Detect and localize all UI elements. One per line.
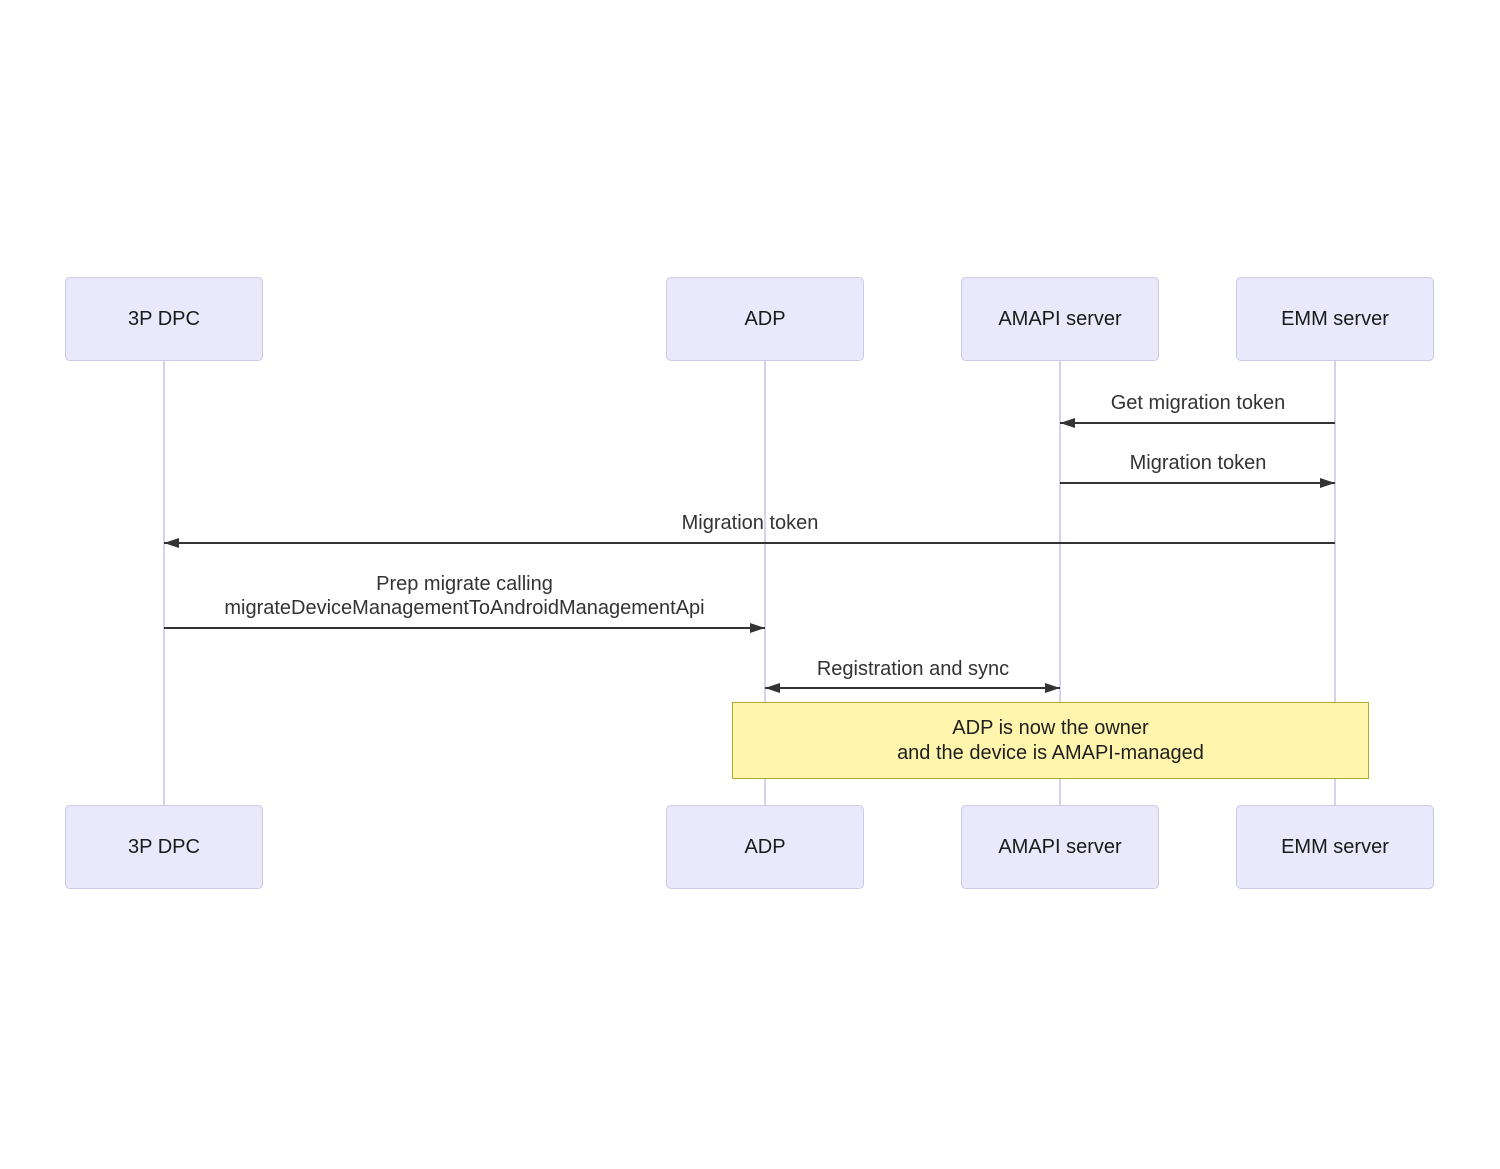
message-2-arrow xyxy=(1060,478,1335,488)
note-line1: ADP is now the owner xyxy=(952,716,1149,739)
message-3-label: Migration token xyxy=(681,512,819,534)
arrowhead-left-icon xyxy=(765,683,780,693)
lifeline-3p-dpc xyxy=(163,361,165,805)
actor-3p-dpc-top: 3P DPC xyxy=(65,277,263,361)
message-4-label-line2: migrateDeviceManagementToAndroidManageme… xyxy=(224,597,705,619)
actor-amapi-server-bottom: AMAPI server xyxy=(961,805,1159,889)
arrowhead-right-icon xyxy=(1045,683,1060,693)
message-4-arrow xyxy=(164,623,765,633)
actor-amapi-server-top: AMAPI server xyxy=(961,277,1159,361)
arrowhead-left-icon xyxy=(164,538,179,548)
message-4-label-line1: Prep migrate calling xyxy=(376,573,553,595)
message-2-label: Migration token xyxy=(1129,452,1267,474)
arrowhead-right-icon xyxy=(1320,478,1335,488)
lifeline-emm-server xyxy=(1334,361,1336,805)
arrowhead-left-icon xyxy=(1060,418,1075,428)
actor-adp-top: ADP xyxy=(666,277,864,361)
note-adp-owner: ADP is now the owner and the device is A… xyxy=(732,702,1369,779)
message-1-arrow xyxy=(1060,418,1335,428)
actor-3p-dpc-bottom: 3P DPC xyxy=(65,805,263,889)
message-5-label: Registration and sync xyxy=(816,658,1010,680)
message-5-arrow xyxy=(765,683,1060,693)
actor-adp-bottom: ADP xyxy=(666,805,864,889)
message-1-label: Get migration token xyxy=(1110,392,1286,414)
lifeline-adp xyxy=(764,361,766,805)
actor-emm-server-bottom: EMM server xyxy=(1236,805,1434,889)
note-line2: and the device is AMAPI-managed xyxy=(897,741,1204,764)
lifeline-amapi-server xyxy=(1059,361,1061,805)
actor-emm-server-top: EMM server xyxy=(1236,277,1434,361)
arrowhead-right-icon xyxy=(750,623,765,633)
message-3-arrow xyxy=(164,538,1335,548)
message-4-label: Prep migrate calling migrateDeviceManage… xyxy=(164,572,765,620)
